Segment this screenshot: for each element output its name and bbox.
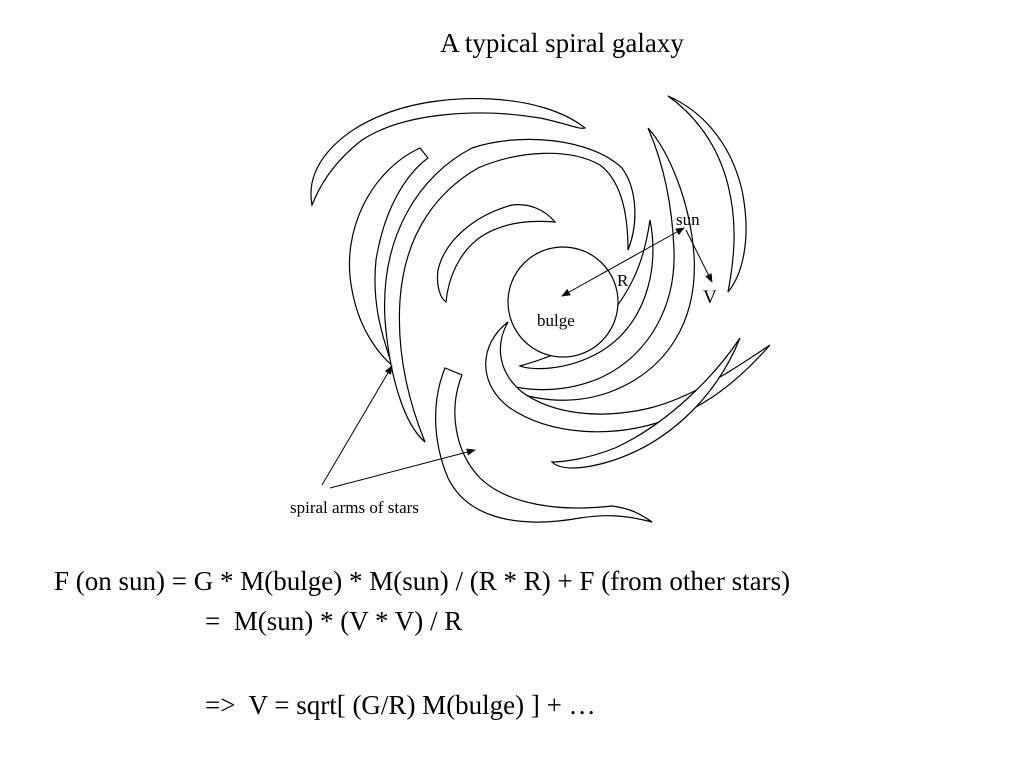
spiral-arm (436, 204, 557, 304)
arm-pointer-arrow (321, 365, 393, 486)
spiral-arm (550, 337, 741, 469)
equation-line-1: F (on sun) = G * M(bulge) * M(sun) / (R … (54, 566, 791, 596)
spiral-arm (310, 98, 587, 208)
spiral-arm (435, 367, 653, 523)
sun-label: sun (676, 210, 700, 229)
spiral-arm (383, 138, 636, 443)
radius-label: R (617, 271, 629, 290)
velocity-arrow (685, 229, 713, 283)
equation-line-3: => V = sqrt[ (G/R) M(bulge) ] + … (205, 690, 596, 720)
velocity-label: V (703, 287, 717, 308)
diagram-title: A typical spiral galaxy (440, 28, 684, 58)
spiral-arms-label: spiral arms of stars (290, 498, 419, 517)
radius-arrow (561, 227, 685, 297)
arm-pointer-arrow (329, 448, 476, 489)
spiral-arm (667, 95, 747, 293)
galactic-bulge (507, 246, 619, 358)
equation-line-2: = M(sun) * (V * V) / R (205, 606, 463, 636)
bulge-label: bulge (537, 311, 575, 330)
